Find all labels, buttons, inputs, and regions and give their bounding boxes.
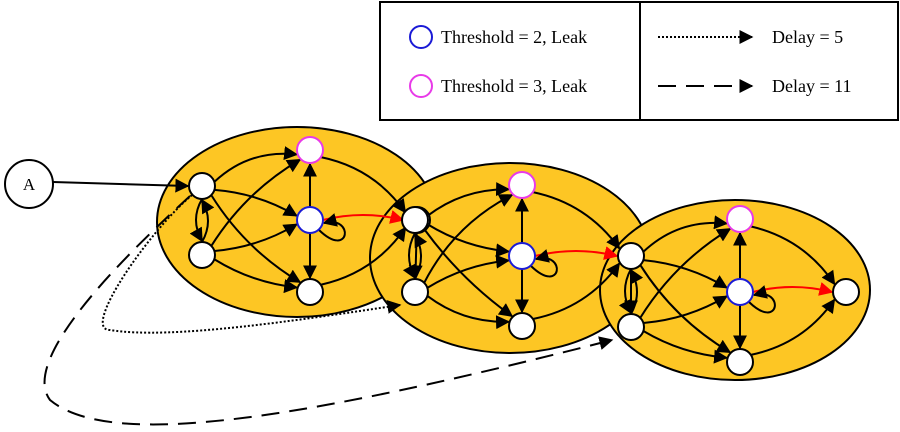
c1-node-in2 <box>188 241 216 269</box>
threshold-2-label: Threshold = 2, Leak <box>441 27 587 47</box>
c1-edge-in2-blue <box>214 223 298 252</box>
c1-node-bot <box>296 278 324 306</box>
c2-node-pink <box>508 171 536 199</box>
c3-node-pink <box>726 205 754 233</box>
c3-edge-in2-pink <box>639 228 732 319</box>
legend-box-right <box>639 1 899 121</box>
c3-edge-blue-self-loop <box>748 285 776 314</box>
c3-node-out <box>832 278 860 306</box>
input-node-circle <box>4 159 54 209</box>
legend: Threshold = 2, Leak Threshold = 3, Leak … <box>379 1 899 121</box>
nodes <box>188 136 860 376</box>
c1-edge-in1-pink <box>213 146 299 183</box>
threshold-2-icon <box>409 25 433 49</box>
threshold-3-label: Threshold = 3, Leak <box>441 76 587 96</box>
c3-edge-in1-pink <box>642 215 729 253</box>
edges <box>43 146 836 426</box>
c1-edge-in2-pink <box>210 158 302 247</box>
c3-edge-in1-blue <box>643 259 728 289</box>
delay-11-label: Delay = 11 <box>772 76 851 96</box>
c2-node-bot <box>508 312 536 340</box>
c2-edge-in2-blue <box>426 223 511 258</box>
c3-node-bot <box>726 348 754 376</box>
c1-edge-in1-blue <box>214 188 298 217</box>
c2-node-in2 <box>401 206 429 234</box>
c3-edge-in2-bot <box>642 330 729 364</box>
c3-node-blue <box>726 278 754 306</box>
c2-edge-in1-bot <box>426 295 511 330</box>
threshold-3-icon <box>409 74 433 98</box>
edge-delay-11 <box>43 195 614 426</box>
c1-edge-in2-in1 <box>201 198 215 243</box>
c1-edge-in1-in2 <box>189 198 203 243</box>
c1-edge-in2-bot <box>213 258 299 294</box>
c2-edge-bot-out <box>532 262 621 320</box>
c1-node-in1 <box>188 172 216 200</box>
c2-edge-in2-bot <box>423 228 514 317</box>
c1-node-blue <box>296 206 324 234</box>
c1-edge-pink-out <box>320 156 407 214</box>
legend-box-left <box>379 1 641 121</box>
bridge-c1-c2-a <box>408 232 423 280</box>
c2-edge-blue-self-loop <box>530 249 558 278</box>
c2-edge-in1-pink <box>423 194 514 284</box>
c1-node-pink <box>296 136 324 164</box>
c3-node-in2 <box>617 313 645 341</box>
delay-5-label: Delay = 5 <box>772 27 843 47</box>
edge-input-a <box>52 178 190 193</box>
input-node-label: A <box>23 175 36 194</box>
c2-node-blue <box>508 242 536 270</box>
c2-edge-pink-out <box>532 191 621 250</box>
c1-edge-bot-out <box>320 226 407 286</box>
c2-node-out <box>617 242 645 270</box>
edge-delay-5 <box>101 194 402 334</box>
input-node-a: A <box>4 159 54 209</box>
c2-edge-in1-blue <box>426 254 511 289</box>
c2-edge-in2-pink <box>426 182 511 217</box>
c3-edge-in2-blue <box>643 295 728 325</box>
c3-edge-in1-bot <box>639 264 732 354</box>
c1-edge-blue-self-loop <box>318 213 346 242</box>
c3-edge-bot-out <box>750 298 836 356</box>
c3-edge-pink-out <box>750 225 836 286</box>
c2-node-in1 <box>401 278 429 306</box>
